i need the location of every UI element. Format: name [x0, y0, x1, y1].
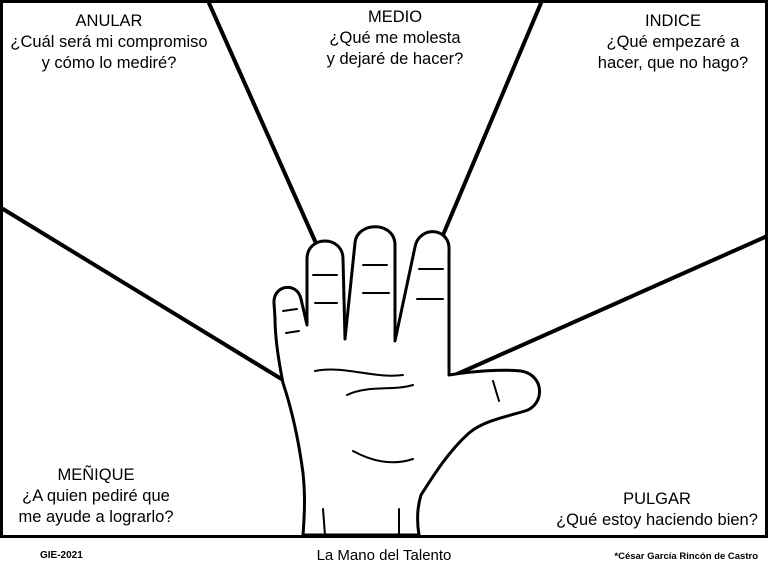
indice-question: ¿Qué empezaré a hacer, que no hago? — [597, 33, 749, 72]
anular-title: ANULAR — [75, 12, 143, 30]
menique-question: ¿A quien pediré que me ayude a lograrlo? — [18, 487, 174, 526]
label-indice: INDICE ¿Qué empezaré a hacer, que no hag… — [575, 11, 765, 74]
hand-diagram — [3, 3, 765, 535]
palm-crease-2 — [346, 384, 414, 396]
anular-question: ¿Cuál será mi compromiso y cómo lo medir… — [10, 33, 208, 72]
divider-line-medio-indice — [441, 3, 543, 237]
page-title: La Mano del Talento — [316, 547, 452, 564]
divider-line-anular-menique — [3, 207, 290, 385]
divider-line-indice-pulgar — [453, 235, 765, 377]
label-medio: MEDIO ¿Qué me molesta y dejaré de hacer? — [295, 7, 495, 70]
footer-credit: *César García Rincón de Castro — [614, 551, 758, 562]
diagram-frame: ANULAR ¿Cuál será mi compromiso y cómo l… — [0, 0, 768, 538]
footer-code: GIE-2021 — [40, 550, 83, 561]
divider-line-anular-medio — [207, 3, 317, 243]
medio-question: ¿Qué me molesta y dejaré de hacer? — [326, 29, 464, 68]
label-anular: ANULAR ¿Cuál será mi compromiso y cómo l… — [3, 11, 215, 74]
palm-crease-3 — [352, 450, 414, 464]
medio-title: MEDIO — [367, 8, 423, 26]
indice-title: INDICE — [645, 12, 701, 30]
menique-title: MEÑIQUE — [57, 466, 135, 484]
footer: GIE-2021 La Mano del Talento *César Garc… — [0, 538, 768, 576]
label-menique: MEÑIQUE ¿A quien pediré que me ayude a l… — [3, 465, 189, 528]
palm-crease-1 — [314, 368, 404, 377]
hand-outline — [272, 225, 541, 535]
label-pulgar: PULGAR ¿Qué estoy haciendo bien? — [543, 489, 765, 531]
pulgar-title: PULGAR — [623, 490, 691, 508]
pulgar-question: ¿Qué estoy haciendo bien? — [556, 511, 758, 529]
hand-illustration — [272, 225, 541, 535]
